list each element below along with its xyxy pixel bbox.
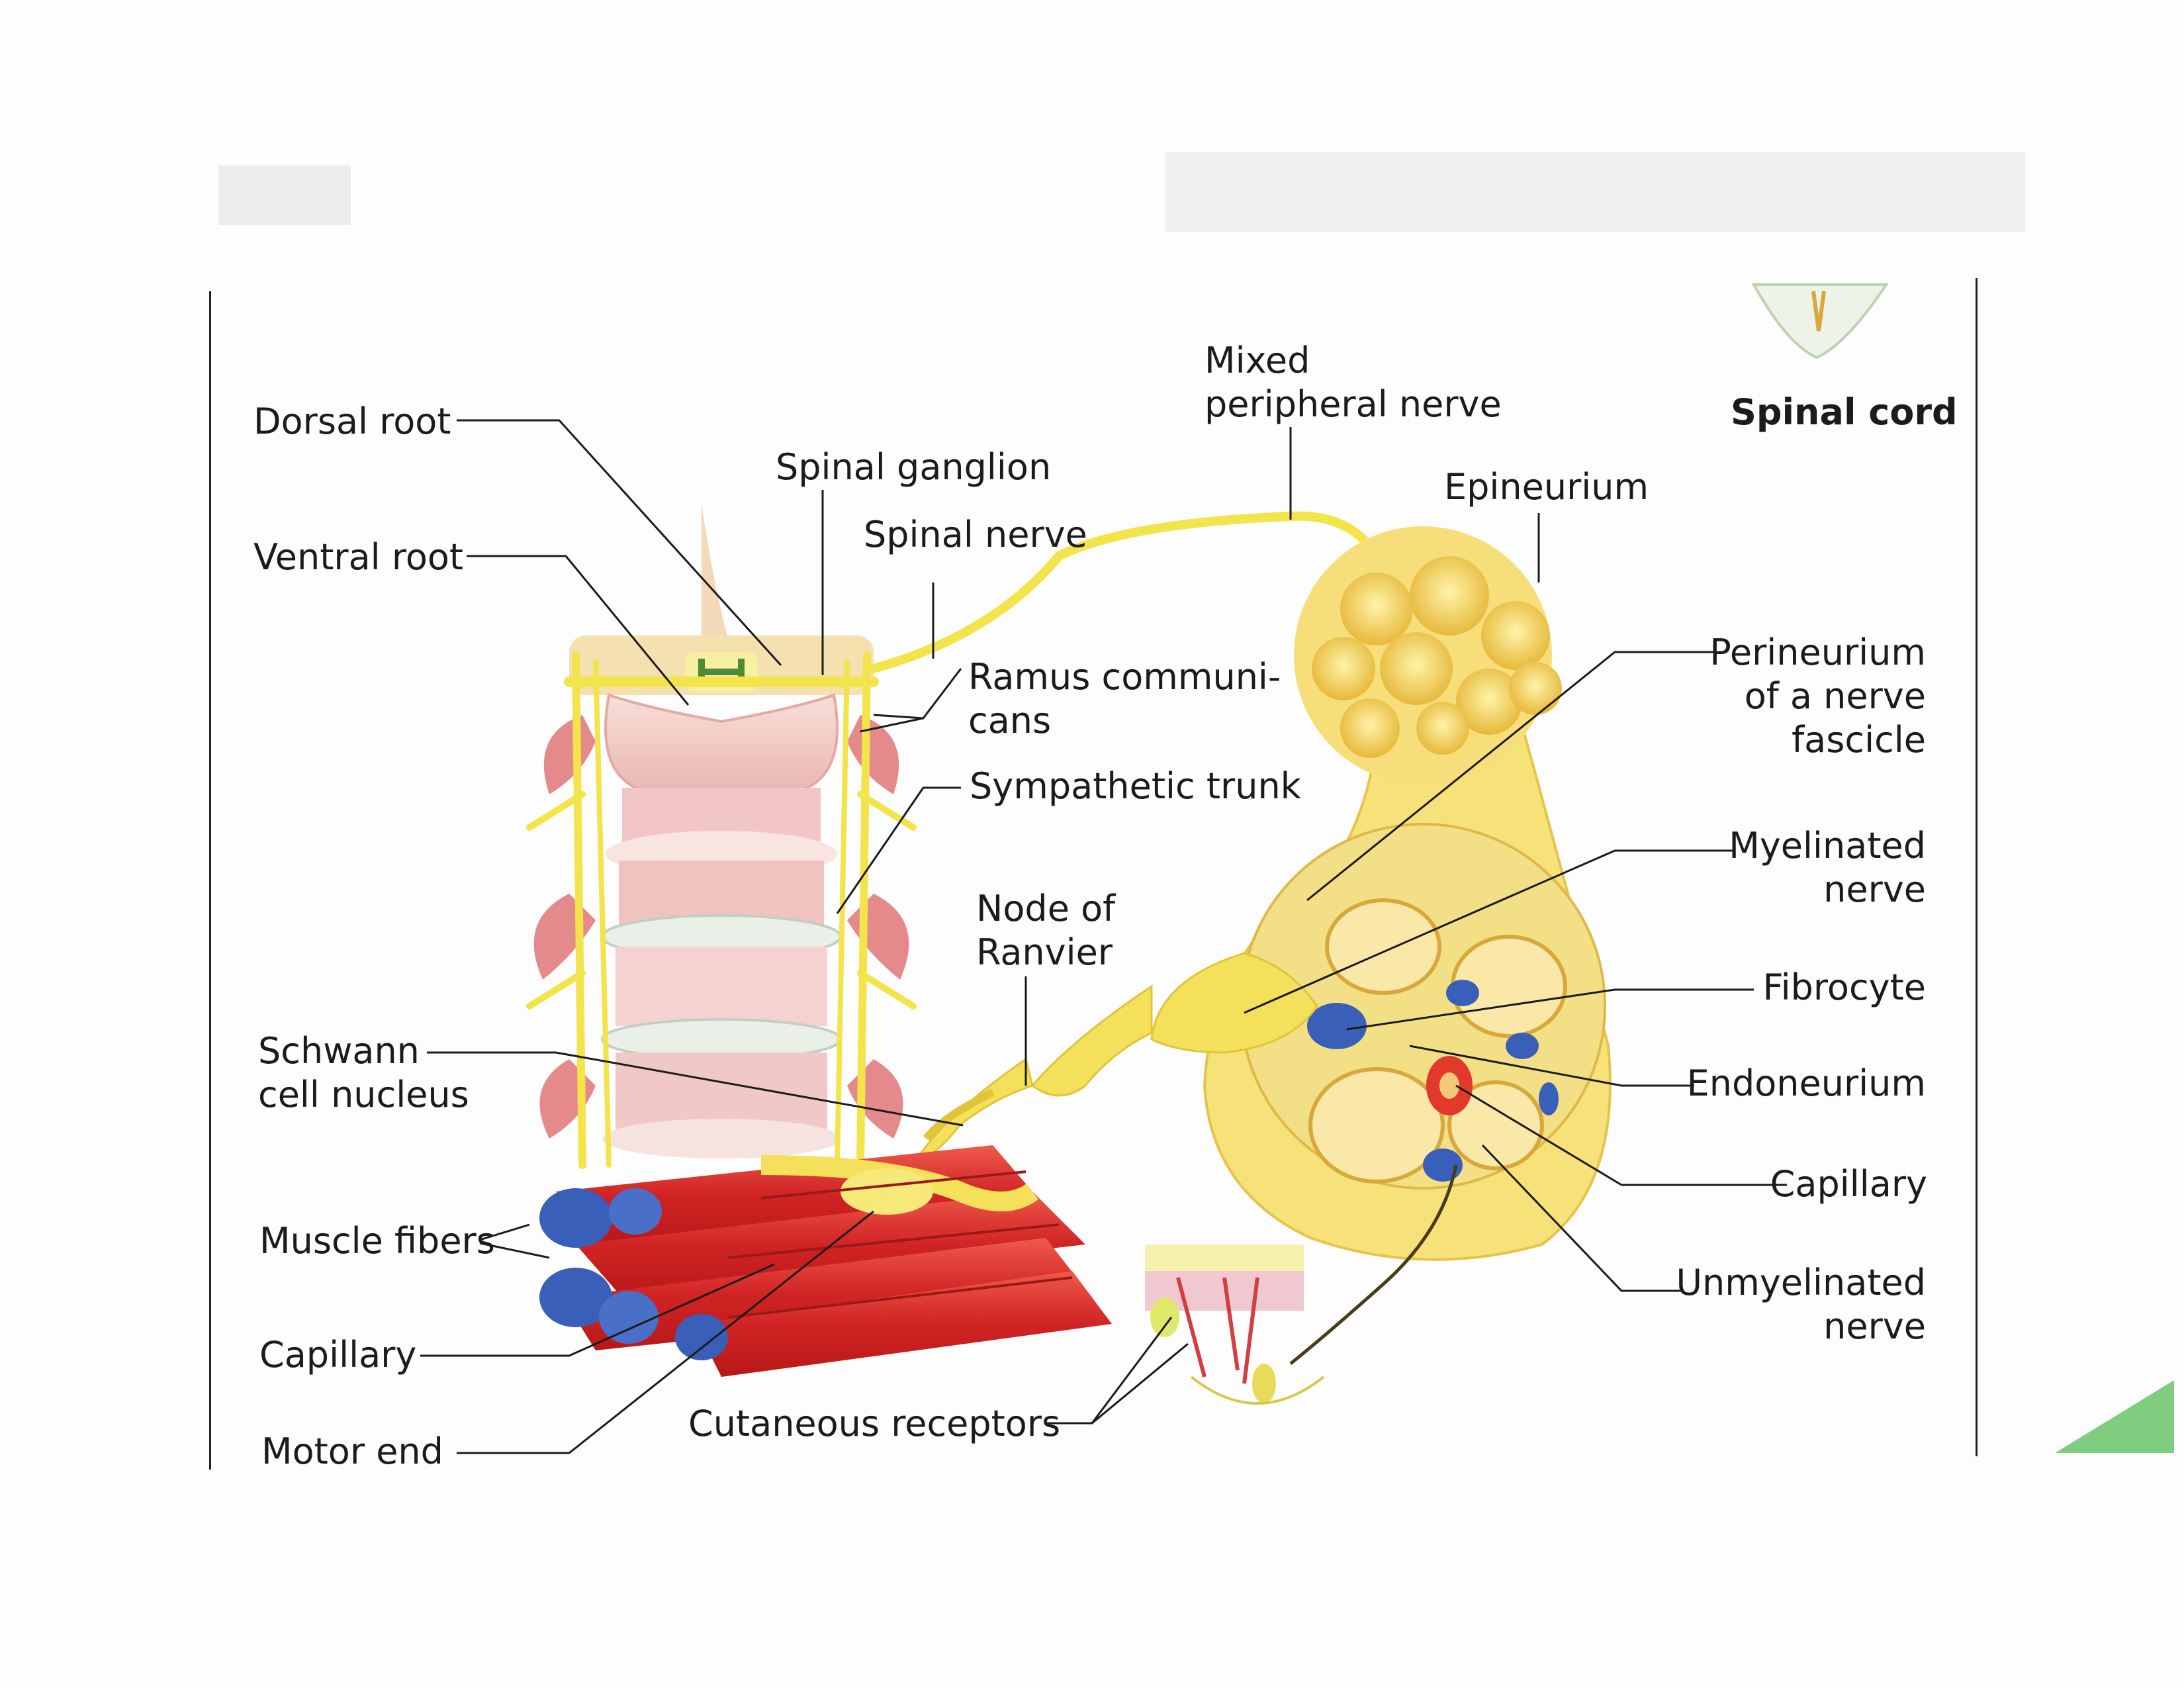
- label-schwann-line-1: Schwann: [258, 1030, 420, 1072]
- label-mixed-peripheral-nerve-line-2: peripheral nerve: [1205, 383, 1502, 425]
- label-node-of-ranvier: Node of Ranvier: [976, 887, 1115, 974]
- label-perineurium-line-3: fascicle: [1792, 719, 1926, 761]
- page-tab-marker: [2055, 1380, 2174, 1453]
- label-node-of-ranvier-line-1: Node of: [976, 888, 1116, 929]
- label-ramus-communicans: Ramus communi- cans: [968, 655, 1281, 743]
- label-perineurium-line-1: Perineurium: [1709, 632, 1926, 673]
- label-schwann-line-2: cell nucleus: [258, 1074, 469, 1115]
- leader-lines: [420, 419, 1787, 1454]
- label-unmyelinated-line-2: nerve: [1823, 1305, 1926, 1347]
- nerve-bundle-icon: [1203, 679, 1612, 1365]
- myelinated-nerve-icon: [911, 952, 1318, 1168]
- label-muscle-fibers: Muscle fibers: [259, 1220, 495, 1262]
- scan-smudge-left: [218, 165, 351, 225]
- label-capillary-left: Capillary: [259, 1334, 417, 1376]
- scan-smudge-right: [1165, 152, 2025, 232]
- frame-left-rule: [209, 291, 211, 1470]
- vertebral-column-icon: [533, 503, 909, 1158]
- label-perineurium-line-2: of a nerve: [1744, 675, 1926, 717]
- label-perineurium: Perineurium of a nerve fascicle: [1709, 631, 1926, 762]
- cutaneous-receptors-icon: [1145, 1244, 1325, 1405]
- label-myelinated-nerve: Myelinated nerve: [1729, 824, 1926, 912]
- label-mixed-peripheral-nerve-line-1: Mixed: [1205, 340, 1310, 381]
- label-cutaneous-receptors: Cutaneous receptors: [688, 1403, 1061, 1444]
- frame-right-rule: [1976, 278, 1978, 1456]
- label-spinal-ganglion: Spinal ganglion: [776, 446, 1052, 488]
- label-node-of-ranvier-line-2: Ranvier: [976, 931, 1113, 973]
- label-dorsal-root: Dorsal root: [253, 400, 451, 442]
- label-spinal-cord: Spinal cord: [1731, 391, 1958, 433]
- label-unmyelinated-nerve: Unmyelinated nerve: [1676, 1261, 1926, 1348]
- label-myelinated-nerve-line-2: nerve: [1823, 868, 1926, 910]
- label-endoneurium: Endoneurium: [1686, 1062, 1926, 1104]
- muscle-fibers-icon: [539, 1145, 1112, 1377]
- label-mixed-peripheral-nerve: Mixed peripheral nerve: [1205, 339, 1502, 426]
- label-motor-end: Motor end: [261, 1430, 443, 1472]
- spinal-cord-icon: [1751, 283, 1889, 359]
- epineurium-icon: [1294, 526, 1562, 784]
- label-sympathetic-trunk: Sympathetic trunk: [970, 765, 1301, 807]
- label-unmyelinated-line-1: Unmyelinated: [1676, 1262, 1926, 1303]
- label-schwann-cell-nucleus: Schwann cell nucleus: [258, 1029, 469, 1117]
- label-fibrocyte: Fibrocyte: [1762, 966, 1926, 1008]
- label-ventral-root: Ventral root: [253, 536, 464, 578]
- spinal-nerves-icon: [526, 511, 1381, 1169]
- label-spinal-nerve: Spinal nerve: [864, 514, 1087, 555]
- label-myelinated-nerve-line-1: Myelinated: [1729, 825, 1926, 867]
- label-ramus-communicans-line-1: Ramus communi-: [968, 656, 1281, 698]
- label-ramus-communicans-line-2: cans: [968, 700, 1052, 741]
- label-capillary-right: Capillary: [1770, 1163, 1927, 1205]
- label-epineurium: Epineurium: [1444, 466, 1649, 508]
